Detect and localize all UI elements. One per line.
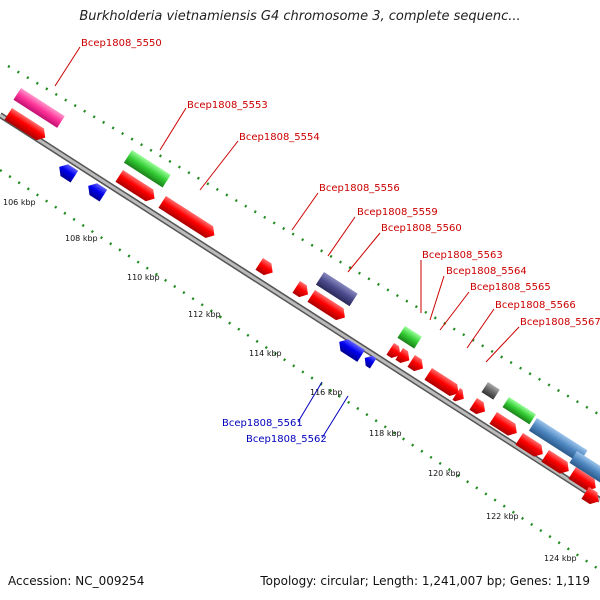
reverse-features (59, 164, 377, 369)
cds-feature (481, 382, 500, 400)
cds-feature (469, 398, 485, 415)
gene-label: Bcep1808_5562 (246, 434, 327, 445)
kbp-tick-label: 106 kbp (3, 198, 36, 207)
gene-label: Bcep1808_5566 (495, 300, 576, 311)
gene-label: Bcep1808_5564 (446, 266, 527, 277)
cds-feature (339, 339, 365, 362)
kbp-tick-label: 114 kbp (249, 349, 282, 358)
gene-label: Bcep1808_5563 (422, 250, 503, 261)
cds-feature (395, 348, 410, 364)
cds-feature (568, 467, 596, 491)
cds-feature (424, 368, 459, 396)
cds-feature (407, 355, 423, 372)
cds-feature (452, 388, 464, 402)
cds-feature (88, 183, 108, 202)
gene-label: Bcep1808_5561 (222, 418, 303, 429)
cds-feature (397, 326, 422, 349)
kbp-scale: 106 kbp 108 kbp 110 kbp 112 kbp 114 kbp … (3, 198, 577, 563)
outer-tick-track (7, 64, 600, 417)
summary-text: Topology: circular; Length: 1,241,007 bp… (260, 574, 590, 588)
gene-label: Bcep1808_5556 (319, 183, 400, 194)
map-title: Burkholderia vietnamiensis G4 chromosome… (79, 9, 521, 24)
cds-feature (13, 88, 65, 128)
inner-tick-track (0, 168, 600, 572)
accession-text: Accession: NC_009254 (8, 574, 145, 588)
forward-features (4, 88, 600, 505)
cds-feature (502, 397, 536, 425)
gene-label: Bcep1808_5554 (239, 132, 320, 143)
cds-feature (158, 196, 215, 239)
cds-feature (489, 412, 517, 436)
reverse-gene-labels: Bcep1808_5561 Bcep1808_5562 (222, 418, 327, 445)
gene-label: Bcep1808_5559 (357, 207, 438, 218)
gene-label: Bcep1808_5567 (520, 317, 600, 328)
kbp-tick-label: 110 kbp (127, 273, 160, 282)
cds-feature (364, 355, 377, 369)
cds-feature (386, 343, 401, 359)
reverse-leader-lines (297, 381, 349, 439)
cds-feature (315, 272, 358, 307)
cds-feature (569, 451, 600, 485)
kbp-tick-label: 122 kbp (486, 512, 519, 521)
kbp-tick-label: 116 kbp (310, 388, 343, 397)
cds-feature (292, 281, 308, 298)
gene-label: Bcep1808_5553 (187, 100, 268, 111)
gene-label: Bcep1808_5560 (381, 223, 462, 234)
cds-feature (581, 487, 599, 505)
kbp-tick-label: 108 kbp (65, 234, 98, 243)
kbp-tick-label: 124 kbp (544, 554, 577, 563)
backbone (0, 112, 600, 503)
cds-feature (307, 290, 345, 321)
forward-gene-labels: Bcep1808_5550 Bcep1808_5553 Bcep1808_555… (81, 38, 600, 328)
cds-feature (59, 164, 79, 183)
cds-feature (123, 150, 171, 188)
forward-leader-lines (54, 46, 520, 363)
cds-feature (115, 170, 155, 202)
cds-feature (255, 258, 273, 276)
cds-feature (515, 433, 543, 457)
cds-feature (4, 108, 46, 141)
kbp-tick-label: 120 kbp (428, 469, 461, 478)
kbp-tick-label: 112 kbp (188, 310, 221, 319)
kbp-tick-label: 118 kbp (369, 429, 402, 438)
cds-feature (541, 450, 569, 474)
gene-label: Bcep1808_5550 (81, 38, 162, 49)
cds-feature (528, 418, 588, 464)
gene-label: Bcep1808_5565 (470, 282, 551, 293)
